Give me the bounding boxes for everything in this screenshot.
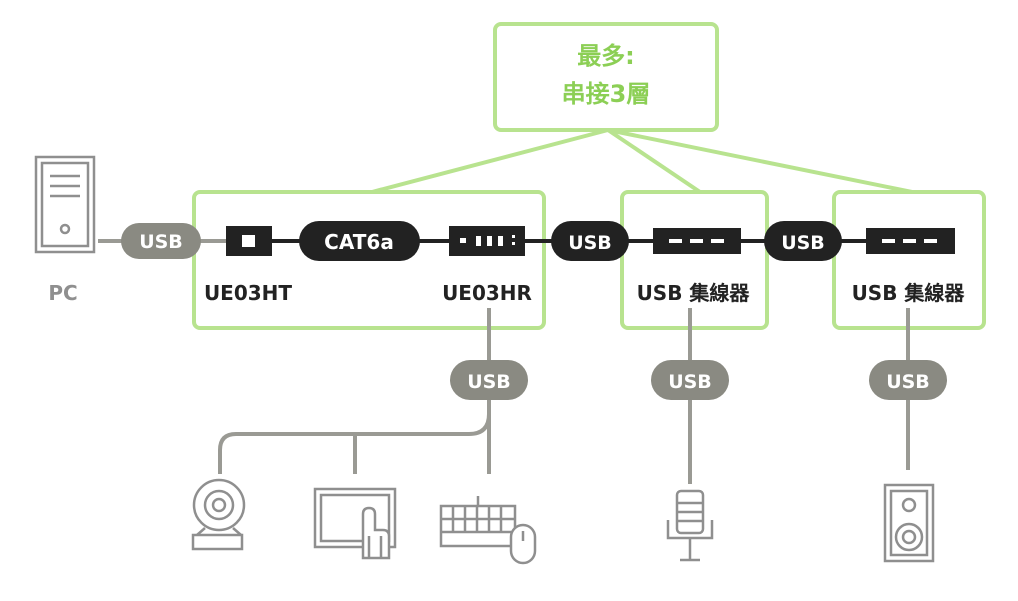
keyboard-mouse-icon [439,496,537,565]
ue03hr-label: UE03HR [442,281,532,305]
down-usb-pill-hr [450,360,528,400]
hub2-label: USB 集線器 [852,281,966,305]
callout-line-2: 串接3層 [562,80,651,108]
hub2-group-box [832,190,986,330]
hub-hub-usb-label: USB [781,232,825,254]
hub1-group-box [620,190,769,330]
touchscreen-icon [313,487,397,560]
ue03hr-device-icon [449,226,525,256]
cat6a-pill [299,221,420,261]
ue03ht-device-icon [226,226,272,256]
down-usb-pill-hub2 [869,360,947,400]
downstream-lines [218,308,910,484]
pc-usb-pill [121,223,201,259]
down-usb-pill-hub1 [651,360,729,400]
hub1-device-icon [653,228,741,254]
pc-label: PC [48,281,77,305]
webcam-icon [191,478,246,551]
hr-hub-usb-pill [551,221,629,261]
callout-line-1: 最多: [577,42,635,70]
microphone-icon [666,489,714,562]
cat6a-label: CAT6a [324,230,394,254]
hub-hub-usb-pill [764,221,842,261]
extender-group-box [192,190,546,330]
speaker-icon [883,483,935,563]
ue03ht-label: UE03HT [204,281,292,305]
callout-connectors [371,128,913,194]
hub2-device-icon [866,228,955,254]
down-usb-label-hr: USB [467,371,511,393]
down-usb-label-hub2: USB [886,371,930,393]
down-usb-label-hub1: USB [668,371,712,393]
pc-tower-icon [34,155,96,254]
callout-box [493,22,719,132]
hr-hub-usb-label: USB [568,232,612,254]
hub1-label: USB 集線器 [637,281,751,305]
pc-usb-label: USB [139,231,183,253]
